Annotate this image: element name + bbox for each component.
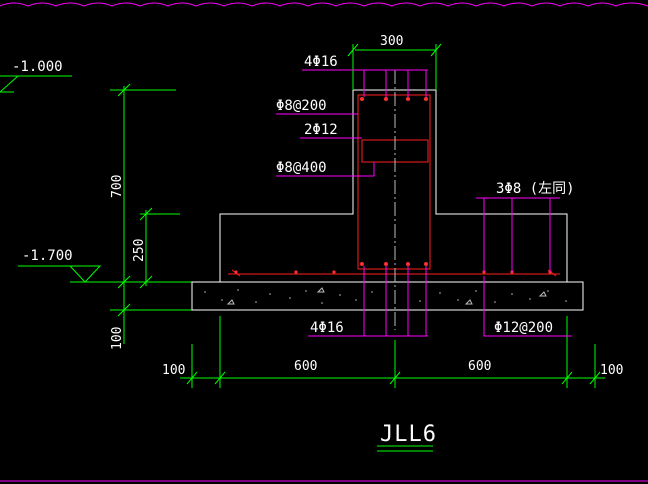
drawing-title: JLL6 — [380, 422, 437, 447]
dim-left-pad-label: 100 — [162, 363, 185, 378]
rebar-dots — [234, 97, 552, 274]
dim-left-half-label: 600 — [294, 359, 317, 374]
horizontal-dimensions — [180, 316, 605, 388]
dim-web-width-label: 300 — [380, 34, 403, 49]
vertical-dimensions — [110, 83, 192, 344]
dim-web-width — [347, 43, 442, 90]
dim-right-pad-label: 100 — [600, 363, 623, 378]
concrete-hatch — [204, 287, 567, 305]
dim-pad-height: 100 — [110, 327, 125, 350]
label-bottom-bars: 4Φ16 — [310, 320, 344, 336]
elevation-marker-top: -1.000 — [0, 59, 72, 93]
label-stirrup-main: Φ8@200 — [276, 98, 327, 114]
dim-flange-height: 250 — [132, 239, 147, 262]
leader-lines — [276, 69, 572, 337]
label-top-bars: 4Φ16 — [304, 54, 338, 70]
label-flange-stirrup: Φ12@200 — [494, 320, 553, 336]
top-scallop-border — [0, 2, 648, 7]
beam-outline — [191, 89, 584, 311]
elevation-bottom-label: -1.700 — [22, 248, 73, 264]
label-flange-bars: 3Φ8 (左同) — [496, 181, 575, 197]
elevation-marker-bottom: -1.700 — [18, 248, 192, 283]
label-tie-bars: Φ8@400 — [276, 160, 327, 176]
dim-right-half-label: 600 — [468, 359, 491, 374]
label-side-bars: 2Φ12 — [304, 122, 338, 138]
dim-total-height: 700 — [110, 175, 125, 198]
drawing-title-group: JLL6 — [377, 422, 437, 452]
elevation-top-label: -1.000 — [12, 59, 63, 75]
